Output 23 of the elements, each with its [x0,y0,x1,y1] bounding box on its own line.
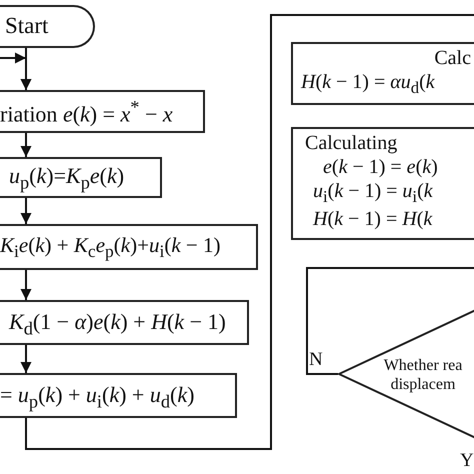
arrow [20,270,32,300]
formula-text: u$_{i}$(k − 1) = u$_{i}$(k [313,179,434,207]
formula-text: e(k − 1) = e(k) [323,155,439,179]
branch-label: Y [460,450,474,472]
arrow [20,345,32,373]
start-terminal: Start [0,5,95,48]
process-box [291,127,474,240]
connector-line [306,267,474,375]
arrow [0,52,32,90]
process-box: K$_{d}$(1 − α)e(k) + H(k − 1) [0,300,249,345]
process-box: = u$_{p}$(k) + u$_{i}$(k) + u$_{d}$(k) [0,373,237,418]
formula-text: H(k − 1) = H(k [313,207,434,231]
process-box: u$_{p}$(k)=K$_{p}$e(k) [0,157,162,198]
process-box: riation e(k) = x$^{*}$ − x [0,90,205,133]
arrow [20,198,32,224]
arrow [20,133,32,157]
process-box: K$_{i}$e(k) + K$_{c}$e$_{p}$(k)+u$_{i}$(k − 1) [0,224,258,270]
connector-line [25,14,474,450]
decision-text: Whether rea displacem [382,356,464,394]
box-heading: Calc [433,46,471,70]
formula-text: H(k − 1) = αu$_{d}$(k [301,70,436,98]
box-heading: Calculating [305,131,398,155]
process-box [291,42,474,105]
